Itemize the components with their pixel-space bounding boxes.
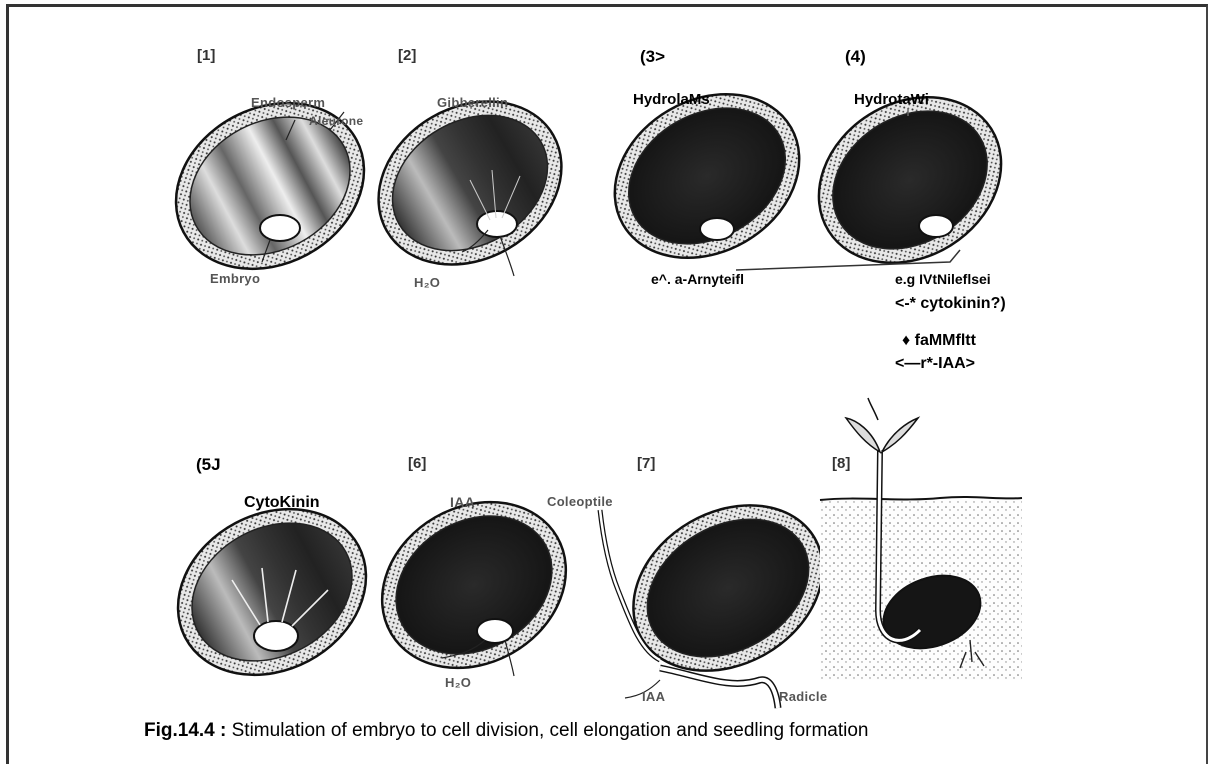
panel-number-5: (5J	[196, 456, 221, 473]
label-example-3: e^. a-Arnyteifl	[651, 272, 744, 286]
label-example-4: e.g IVtNileflsei	[895, 272, 991, 286]
panel-number-6: [6]	[408, 456, 426, 471]
label-aleurone: Aleurone	[309, 115, 363, 127]
seed-8-seedling	[820, 398, 1022, 680]
label-cytokinin-note: <-* cytokinin?)	[895, 296, 1006, 312]
label-iaa-7: IAA	[642, 690, 665, 703]
panel-number-1: [1]	[197, 48, 215, 63]
label-endosperm: Endosperm	[251, 96, 325, 109]
label-coleoptile: Coleoptile	[547, 495, 613, 508]
panel-number-2: [2]	[398, 48, 416, 63]
caption-prefix: Fig.14.4 :	[144, 720, 226, 741]
figure-caption: Fig.14.4 : Stimulation of embryo to cell…	[144, 720, 869, 742]
seed-7	[600, 472, 853, 708]
label-cytokinin: CytoKinin	[244, 495, 320, 511]
seed-5	[149, 477, 395, 707]
caption-text: Stimulation of embryo to cell division, …	[226, 720, 868, 741]
label-hydrolases-4: HydrotaWi	[854, 92, 929, 107]
label-water-6: H₂O	[445, 676, 471, 689]
label-hydrolases-3: HydrolaMs	[633, 92, 710, 107]
label-water-2: H₂O	[414, 276, 440, 289]
panel-number-4: (4)	[845, 48, 866, 65]
label-iaa-note: <—r*-IAA>	[895, 356, 975, 372]
label-sub-note: ♦ faMMfltt	[902, 333, 976, 349]
panel-number-7: [7]	[637, 456, 655, 471]
label-radicle: Radicle	[779, 690, 827, 703]
panel-number-3: (3>	[640, 48, 665, 65]
label-gibberellin: Gibberellin	[437, 96, 508, 109]
label-iaa-6: IAA	[450, 495, 475, 509]
panel-number-8: [8]	[832, 456, 850, 471]
label-embryo: Embryo	[210, 272, 260, 285]
